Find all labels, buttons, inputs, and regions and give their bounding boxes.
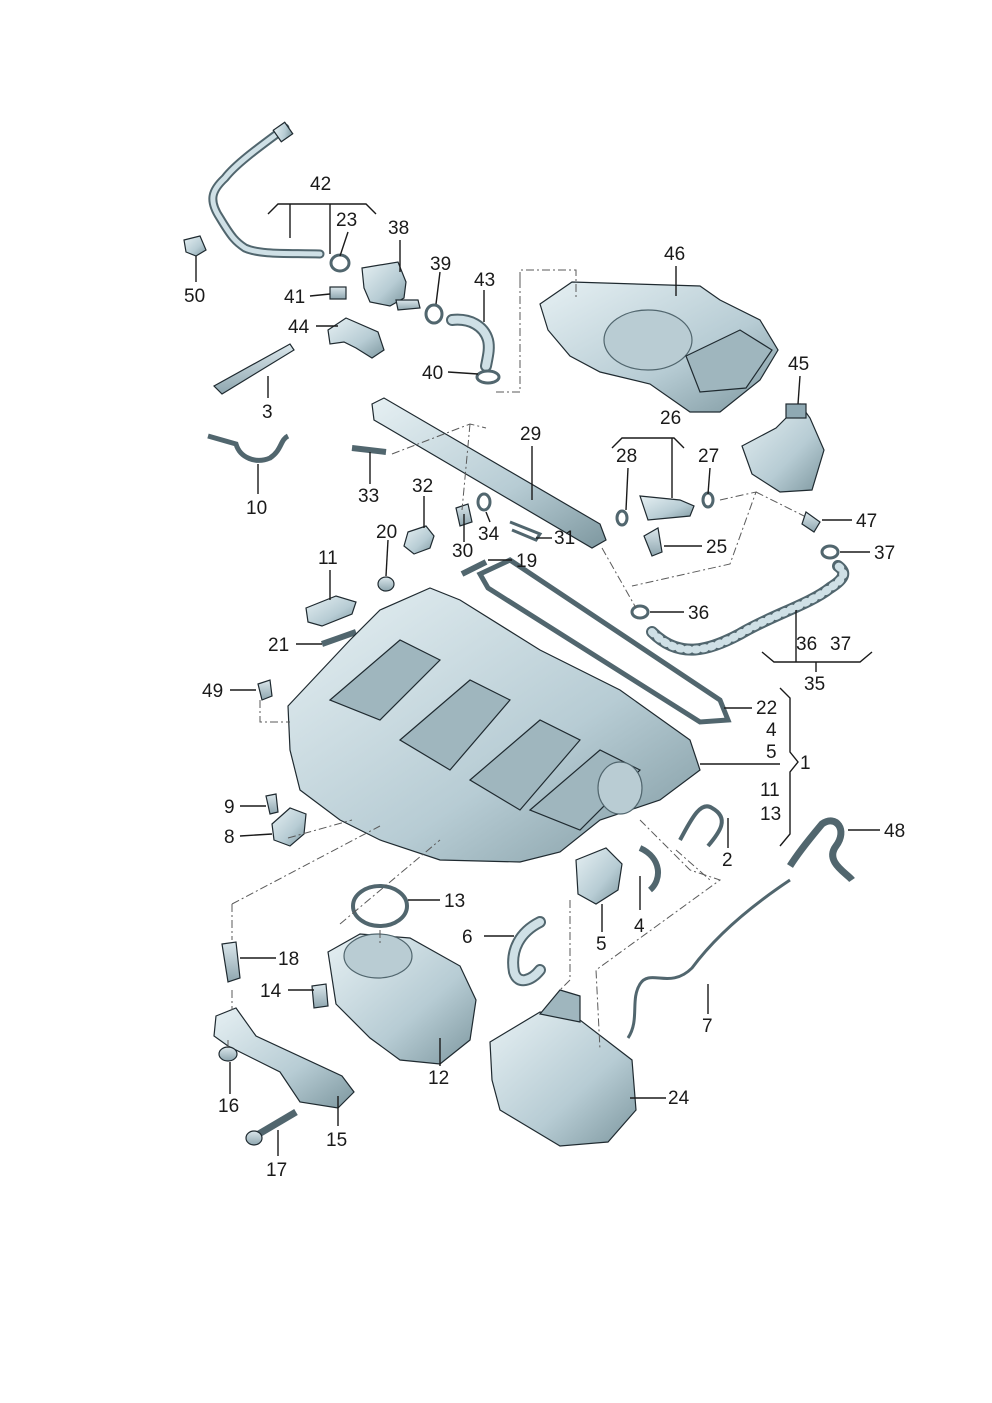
oring-27 [701,491,715,509]
label-29: 29 [520,424,541,445]
label-37: 37 [874,543,895,564]
label-16: 16 [218,1096,239,1117]
label-35: 35 [804,674,825,695]
label-39: 39 [430,254,451,275]
label-38: 38 [388,218,409,239]
label-45: 45 [788,354,809,375]
label-25: 25 [706,537,727,558]
label-47: 47 [856,511,877,532]
label-42: 42 [310,174,331,195]
cable-tie-3 [213,343,295,395]
label-27: 27 [698,446,719,467]
label-41: 41 [284,287,305,308]
nut-20 [377,576,395,592]
label-37-group: 37 [830,634,851,655]
pump-45 [741,403,825,493]
label-22: 22 [756,698,777,719]
hose-2 [678,804,724,848]
screw-9 [265,793,279,815]
label-36-group: 36 [796,634,817,655]
label-23: 23 [336,210,357,231]
label-24: 24 [668,1088,690,1109]
oring-28 [615,509,629,527]
hose-4 [638,845,661,893]
clamp-40 [475,369,501,385]
fuel-rail-29 [371,397,607,549]
label-31: 31 [554,528,575,549]
label-6: 6 [462,927,473,948]
gasket-13 [351,884,409,928]
label-1: 1 [800,753,811,774]
clip-31 [509,520,543,542]
callout-labels: 42 23 38 39 43 46 50 41 44 40 45 3 26 29… [184,174,905,1181]
label-4: 4 [634,916,645,937]
label-13-group: 13 [760,804,781,825]
air-box-24 [489,1011,637,1147]
label-50: 50 [184,286,205,307]
assembly-lines [227,269,805,1051]
clip-50 [183,235,207,257]
fitting-47 [801,511,821,533]
stud-18 [221,941,241,983]
label-33: 33 [358,486,379,507]
label-14: 14 [260,981,282,1002]
clip-25 [643,527,663,557]
bolt-33 [351,445,387,455]
stud-49 [257,679,273,701]
sensor-11 [305,595,357,627]
label-28: 28 [616,446,637,467]
label-34: 34 [478,524,500,545]
label-17: 17 [266,1160,287,1181]
clamp-23 [329,253,351,273]
label-5-group: 5 [766,742,777,763]
clamp-37 [820,544,840,560]
label-8: 8 [224,827,235,848]
bolt-21 [321,629,357,647]
oring-34 [476,492,492,512]
stud-19 [460,559,488,577]
label-3: 3 [262,402,273,423]
label-19: 19 [516,551,537,572]
label-30: 30 [452,541,473,562]
vacuum-line-7 [626,878,791,1039]
part-illustrations [183,121,855,1147]
label-46: 46 [664,244,685,265]
sensor-8 [271,807,307,847]
label-13: 13 [444,891,465,912]
label-10: 10 [246,498,267,519]
label-21: 21 [268,635,289,656]
sensor-32 [403,525,435,555]
label-4-group: 4 [766,720,777,741]
bolt-41 [329,286,347,300]
label-9: 9 [224,797,235,818]
hose-48 [787,817,855,883]
label-12: 12 [428,1068,449,1089]
nut-16 [218,1046,238,1062]
clamp-10 [207,433,290,463]
label-5: 5 [596,934,607,955]
label-40: 40 [422,363,443,384]
leader-lines [195,203,880,1156]
label-49: 49 [202,681,223,702]
label-48: 48 [884,821,905,842]
label-15: 15 [326,1130,347,1151]
label-11: 11 [318,548,338,569]
label-20: 20 [376,522,397,543]
label-44: 44 [288,317,310,338]
label-26: 26 [660,408,681,429]
label-18: 18 [278,949,299,970]
label-11-group: 11 [760,780,780,801]
bracket-44 [327,317,385,359]
label-2: 2 [722,850,733,871]
clamp-36 [630,604,650,620]
bolt-14 [311,983,329,1009]
ring-39 [424,303,444,325]
label-32: 32 [412,476,433,497]
label-7: 7 [702,1016,713,1037]
valve-5 [575,847,623,905]
label-36: 36 [688,603,709,624]
label-43: 43 [474,270,495,291]
injector-26 [639,495,695,521]
